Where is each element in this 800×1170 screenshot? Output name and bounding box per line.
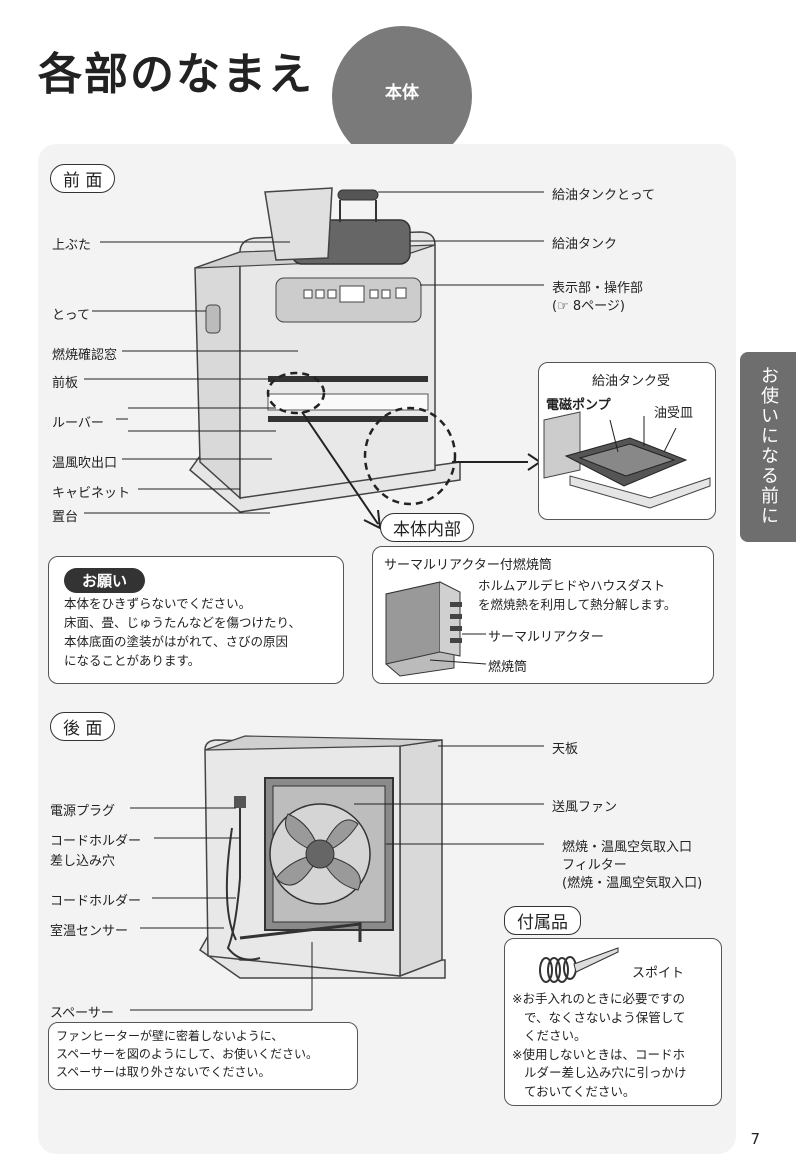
caution-line: 本体をひきずらないでください。 (64, 596, 252, 611)
spacer-note-box (48, 1022, 358, 1090)
label-holder-slot-2: 差し込み穴 (50, 854, 116, 869)
label-window: 燃焼確認窓 (52, 348, 118, 363)
front-illustration (84, 187, 544, 530)
label-top: 天板 (552, 742, 579, 757)
label-filter: フィルター (562, 858, 627, 873)
burner-illustration (385, 581, 487, 677)
spacer-note-line: スペーサーを図のようにして、お使いください。 (56, 1047, 318, 1061)
label-pump: 電磁ポンプ (546, 398, 611, 413)
interior-label: 本体内部 (380, 513, 474, 542)
label-burner: 燃焼筒 (488, 660, 528, 675)
side-index-label: お使いになる前に (758, 366, 779, 526)
label-plug: 電源プラグ (50, 804, 116, 819)
label-tank-handle: 給油タンクとって (552, 188, 655, 203)
spacer-note-line: ファンヒーターが壁に密着しないように、 (56, 1029, 284, 1043)
dropper-label: スポイト (632, 966, 685, 981)
label-intake: 燃焼・温風空気取入口 (562, 840, 693, 855)
label-display: 表示部・操作部 (552, 281, 644, 296)
back-section-label: 後 面 (50, 712, 116, 741)
accessories-notes: ※お手入れのときに必要ですの で、なくさないよう保管して ください。 ※使用しな… (512, 990, 687, 1101)
dropper-icon (539, 947, 619, 983)
accessory-note-line: ておいてください。 (524, 1083, 636, 1099)
page-number: 7 (750, 1130, 760, 1148)
interior-desc-line: ホルムアルデヒドやハウスダスト (478, 578, 666, 593)
spacer-note: ファンヒーターが壁に密着しないように、 スペーサーを図のようにして、お使いくださ… (56, 1027, 318, 1081)
label-spacer: スペーサー (50, 1006, 114, 1021)
caution-line: になることがあります。 (64, 653, 201, 668)
label-holder: コードホルダー (50, 894, 142, 909)
interior-title: サーマルリアクター付燃焼筒 (384, 558, 552, 573)
label-handle: とって (52, 308, 90, 323)
accessory-note-line: で、なくさないよう保管して (524, 1009, 686, 1025)
interior-desc-line: を燃焼熱を利用して熱分解します。 (478, 597, 677, 612)
label-holder-slot: コードホルダー (50, 834, 142, 849)
label-oil-tray: 油受皿 (654, 406, 694, 421)
label-fan: 送風ファン (552, 800, 618, 815)
label-cabinet: キャビネット (52, 486, 131, 501)
accessory-note-line: ※使用しないときは、コードホ (512, 1046, 685, 1062)
front-section-label: 前 面 (50, 164, 116, 193)
label-tank: 給油タンク (552, 237, 618, 252)
accessory-note-line: ください。 (524, 1028, 587, 1043)
page-title: 各部のなまえ (38, 49, 314, 100)
label-front-panel: 前板 (52, 376, 79, 391)
accessories-label: 付属品 (504, 906, 581, 935)
label-outlet: 温風吹出口 (52, 456, 118, 471)
side-index-tab: お使いになる前に (740, 352, 796, 542)
label-louver: ルーバー (52, 416, 104, 431)
accessory-note-line: ルダー差し込み穴に引っかけ (524, 1065, 687, 1080)
label-reactor: サーマルリアクター (488, 630, 604, 645)
accessory-note-line: ※お手入れのときに必要ですの (512, 991, 685, 1006)
label-sensor: 室温センサー (50, 924, 129, 939)
section-badge: 本体 (332, 26, 472, 166)
caution-tag: お願い (64, 568, 146, 593)
section-badge-label: 本体 (385, 83, 419, 103)
interior-desc: ホルムアルデヒドやハウスダスト を燃焼熱を利用して熱分解します。 (478, 576, 676, 614)
caution-line: 本体底面の塗装がはがれて、さびの原因 (64, 634, 289, 649)
caution-line: 床面、畳、じゅうたんなどを傷つけたり、 (64, 615, 302, 630)
label-lid: 上ぶた (52, 238, 92, 253)
label-filter-sub: (燃焼・温風空気取入口) (562, 876, 703, 891)
label-tank-receiver: 給油タンク受 (592, 374, 671, 389)
label-display-ref: (☞ 8ページ) (552, 299, 625, 314)
label-base: 置台 (52, 510, 79, 525)
spacer-note-line: スペーサーは取り外さないでください。 (56, 1065, 271, 1079)
back-illustration (130, 735, 544, 1011)
tank-receiver-illustration (543, 411, 711, 509)
caution-text: 本体をひきずらないでください。 床面、畳、じゅうたんなどを傷つけたり、 本体底面… (64, 594, 301, 670)
